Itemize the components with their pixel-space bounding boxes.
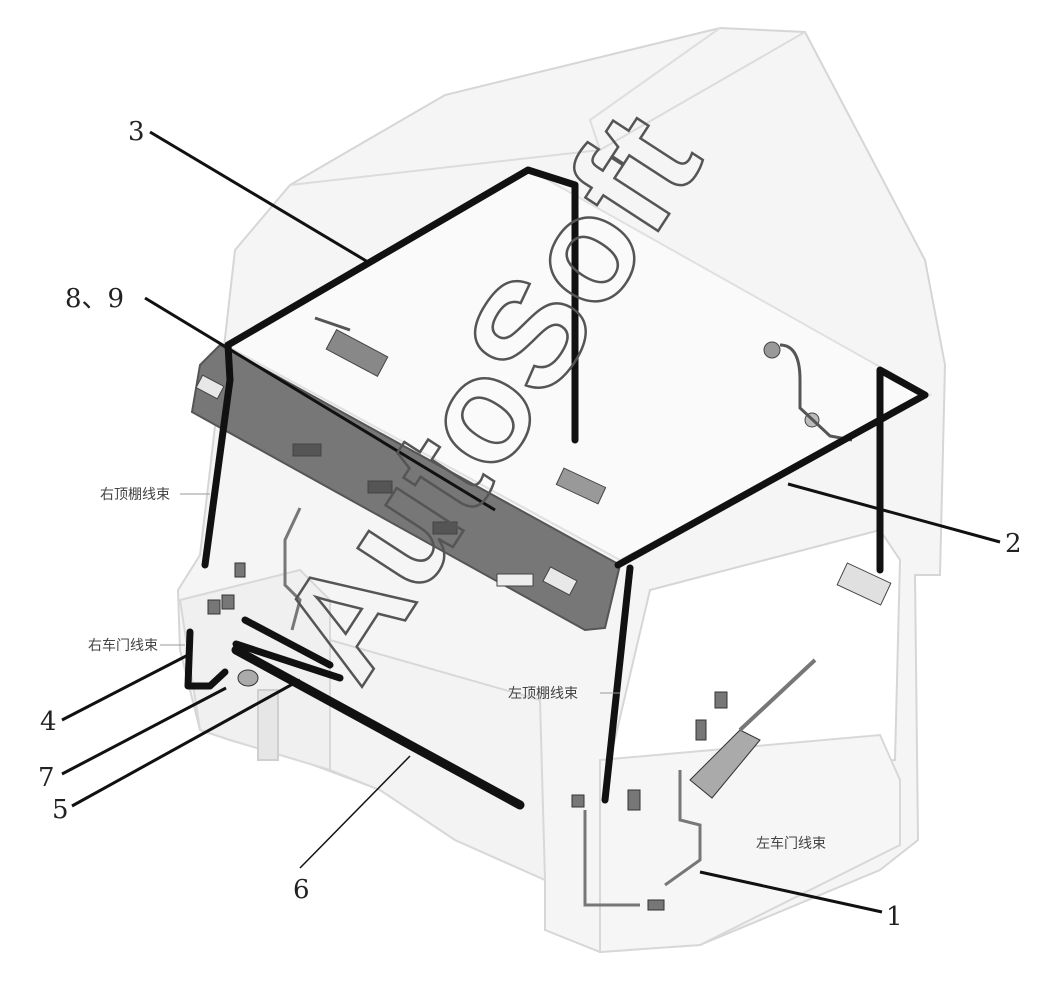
callout-numbers: 3 8、9 2 1 4 7 5 6 (38, 117, 1022, 932)
door-speaker (237, 669, 259, 687)
harness-link-5 (232, 640, 344, 682)
roof-connector-lead (314, 316, 351, 332)
roof-components (314, 316, 892, 606)
harness-link-7 (241, 616, 334, 669)
door-harness-right-lead (283, 507, 302, 631)
callout-5: 5 (52, 795, 69, 825)
harness-roof-3 (224, 166, 579, 444)
callout-4: 4 (40, 707, 57, 737)
leader-7 (61, 686, 227, 776)
label-right-door-harness: 右车门线束 (88, 637, 158, 654)
panel-module (496, 573, 534, 587)
connector-block (207, 599, 221, 615)
harnesses (184, 166, 929, 810)
leader-6 (299, 755, 411, 869)
leader-8-9 (144, 296, 496, 512)
door-harness-left (583, 770, 702, 907)
callout-1: 1 (886, 902, 903, 932)
roof-connector-lead (779, 343, 853, 442)
connector-block (647, 899, 665, 911)
harness-left-pillar (601, 564, 634, 804)
harness-beam-6 (231, 645, 525, 810)
connector-block (221, 594, 235, 610)
door-components (207, 507, 817, 911)
door-handle (689, 729, 761, 799)
callout-8-9: 8、9 (65, 284, 124, 314)
leader-3 (149, 130, 369, 264)
connector-block (234, 562, 246, 578)
harness-roof-2 (614, 366, 929, 574)
panel-module (367, 480, 393, 494)
label-left-door-harness: 左车门线束 (756, 835, 826, 852)
panel-module (432, 521, 458, 535)
leader-4 (61, 652, 191, 722)
leader-1 (699, 870, 883, 914)
leader-lines (61, 130, 1001, 914)
leader-2 (787, 482, 1001, 544)
cab-door-left (599, 733, 901, 954)
panel-module (195, 374, 225, 400)
dome-lamp-right (325, 328, 389, 378)
callout-6: 6 (293, 875, 310, 905)
header-panel-modules (195, 374, 578, 596)
connector-block (695, 719, 707, 741)
panel-module (292, 443, 322, 457)
panel-module (542, 566, 578, 596)
cab-rear-wall (588, 27, 721, 151)
roof-connector (763, 341, 781, 359)
door-rod (738, 658, 817, 732)
label-left-roof-harness: 左顶棚线束 (508, 686, 578, 702)
harness-door-right (184, 628, 229, 690)
cab-grille-block (257, 689, 279, 761)
harness-roof-8-9 (201, 341, 234, 569)
connector-block (627, 789, 641, 811)
dome-lamp-center (555, 467, 607, 505)
harness-labels: 右顶棚线束 右车门线束 左顶棚线束 左车门线束 (88, 487, 826, 852)
callout-7: 7 (38, 763, 55, 793)
connector-block (571, 794, 585, 808)
label-right-roof-harness: 右顶棚线束 (100, 487, 170, 503)
callout-2: 2 (1005, 529, 1022, 559)
connector-block (714, 691, 728, 709)
side-marker-lamp (836, 562, 892, 606)
callout-3: 3 (128, 117, 145, 147)
leader-5 (71, 678, 301, 808)
